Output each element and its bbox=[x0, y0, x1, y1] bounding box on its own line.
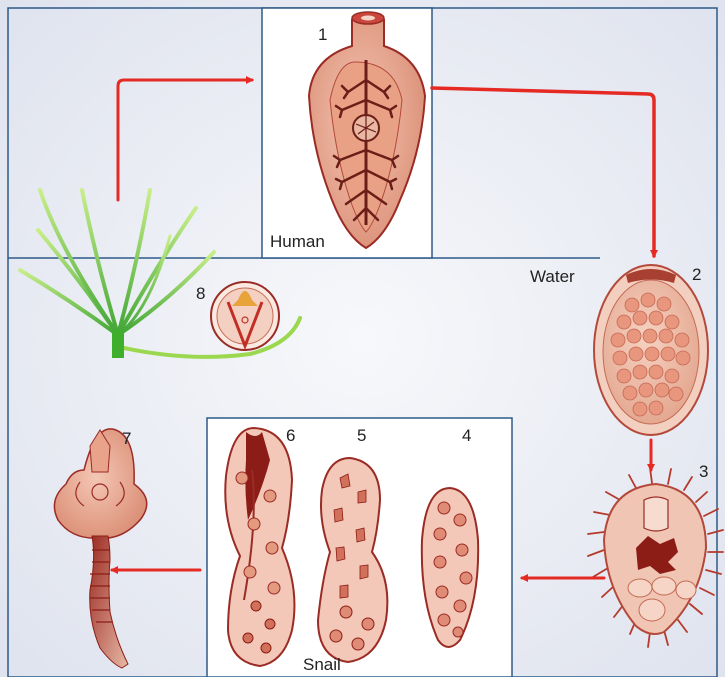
stage-1-label: 1 bbox=[318, 26, 327, 43]
stage-3-label: 3 bbox=[699, 463, 708, 480]
stage-4-label: 4 bbox=[462, 427, 471, 444]
stage-5-label: 5 bbox=[357, 427, 366, 444]
stage-7-label: 7 bbox=[122, 430, 131, 447]
metacercaria bbox=[211, 282, 279, 350]
redia bbox=[318, 458, 387, 662]
human-label: Human bbox=[270, 233, 325, 250]
egg bbox=[594, 265, 708, 435]
snail-label: Snail bbox=[303, 656, 341, 673]
stage-2-label: 2 bbox=[692, 266, 701, 283]
stage-6-label: 6 bbox=[286, 427, 295, 444]
water-label: Water bbox=[530, 268, 575, 285]
stage-8-label: 8 bbox=[196, 285, 205, 302]
